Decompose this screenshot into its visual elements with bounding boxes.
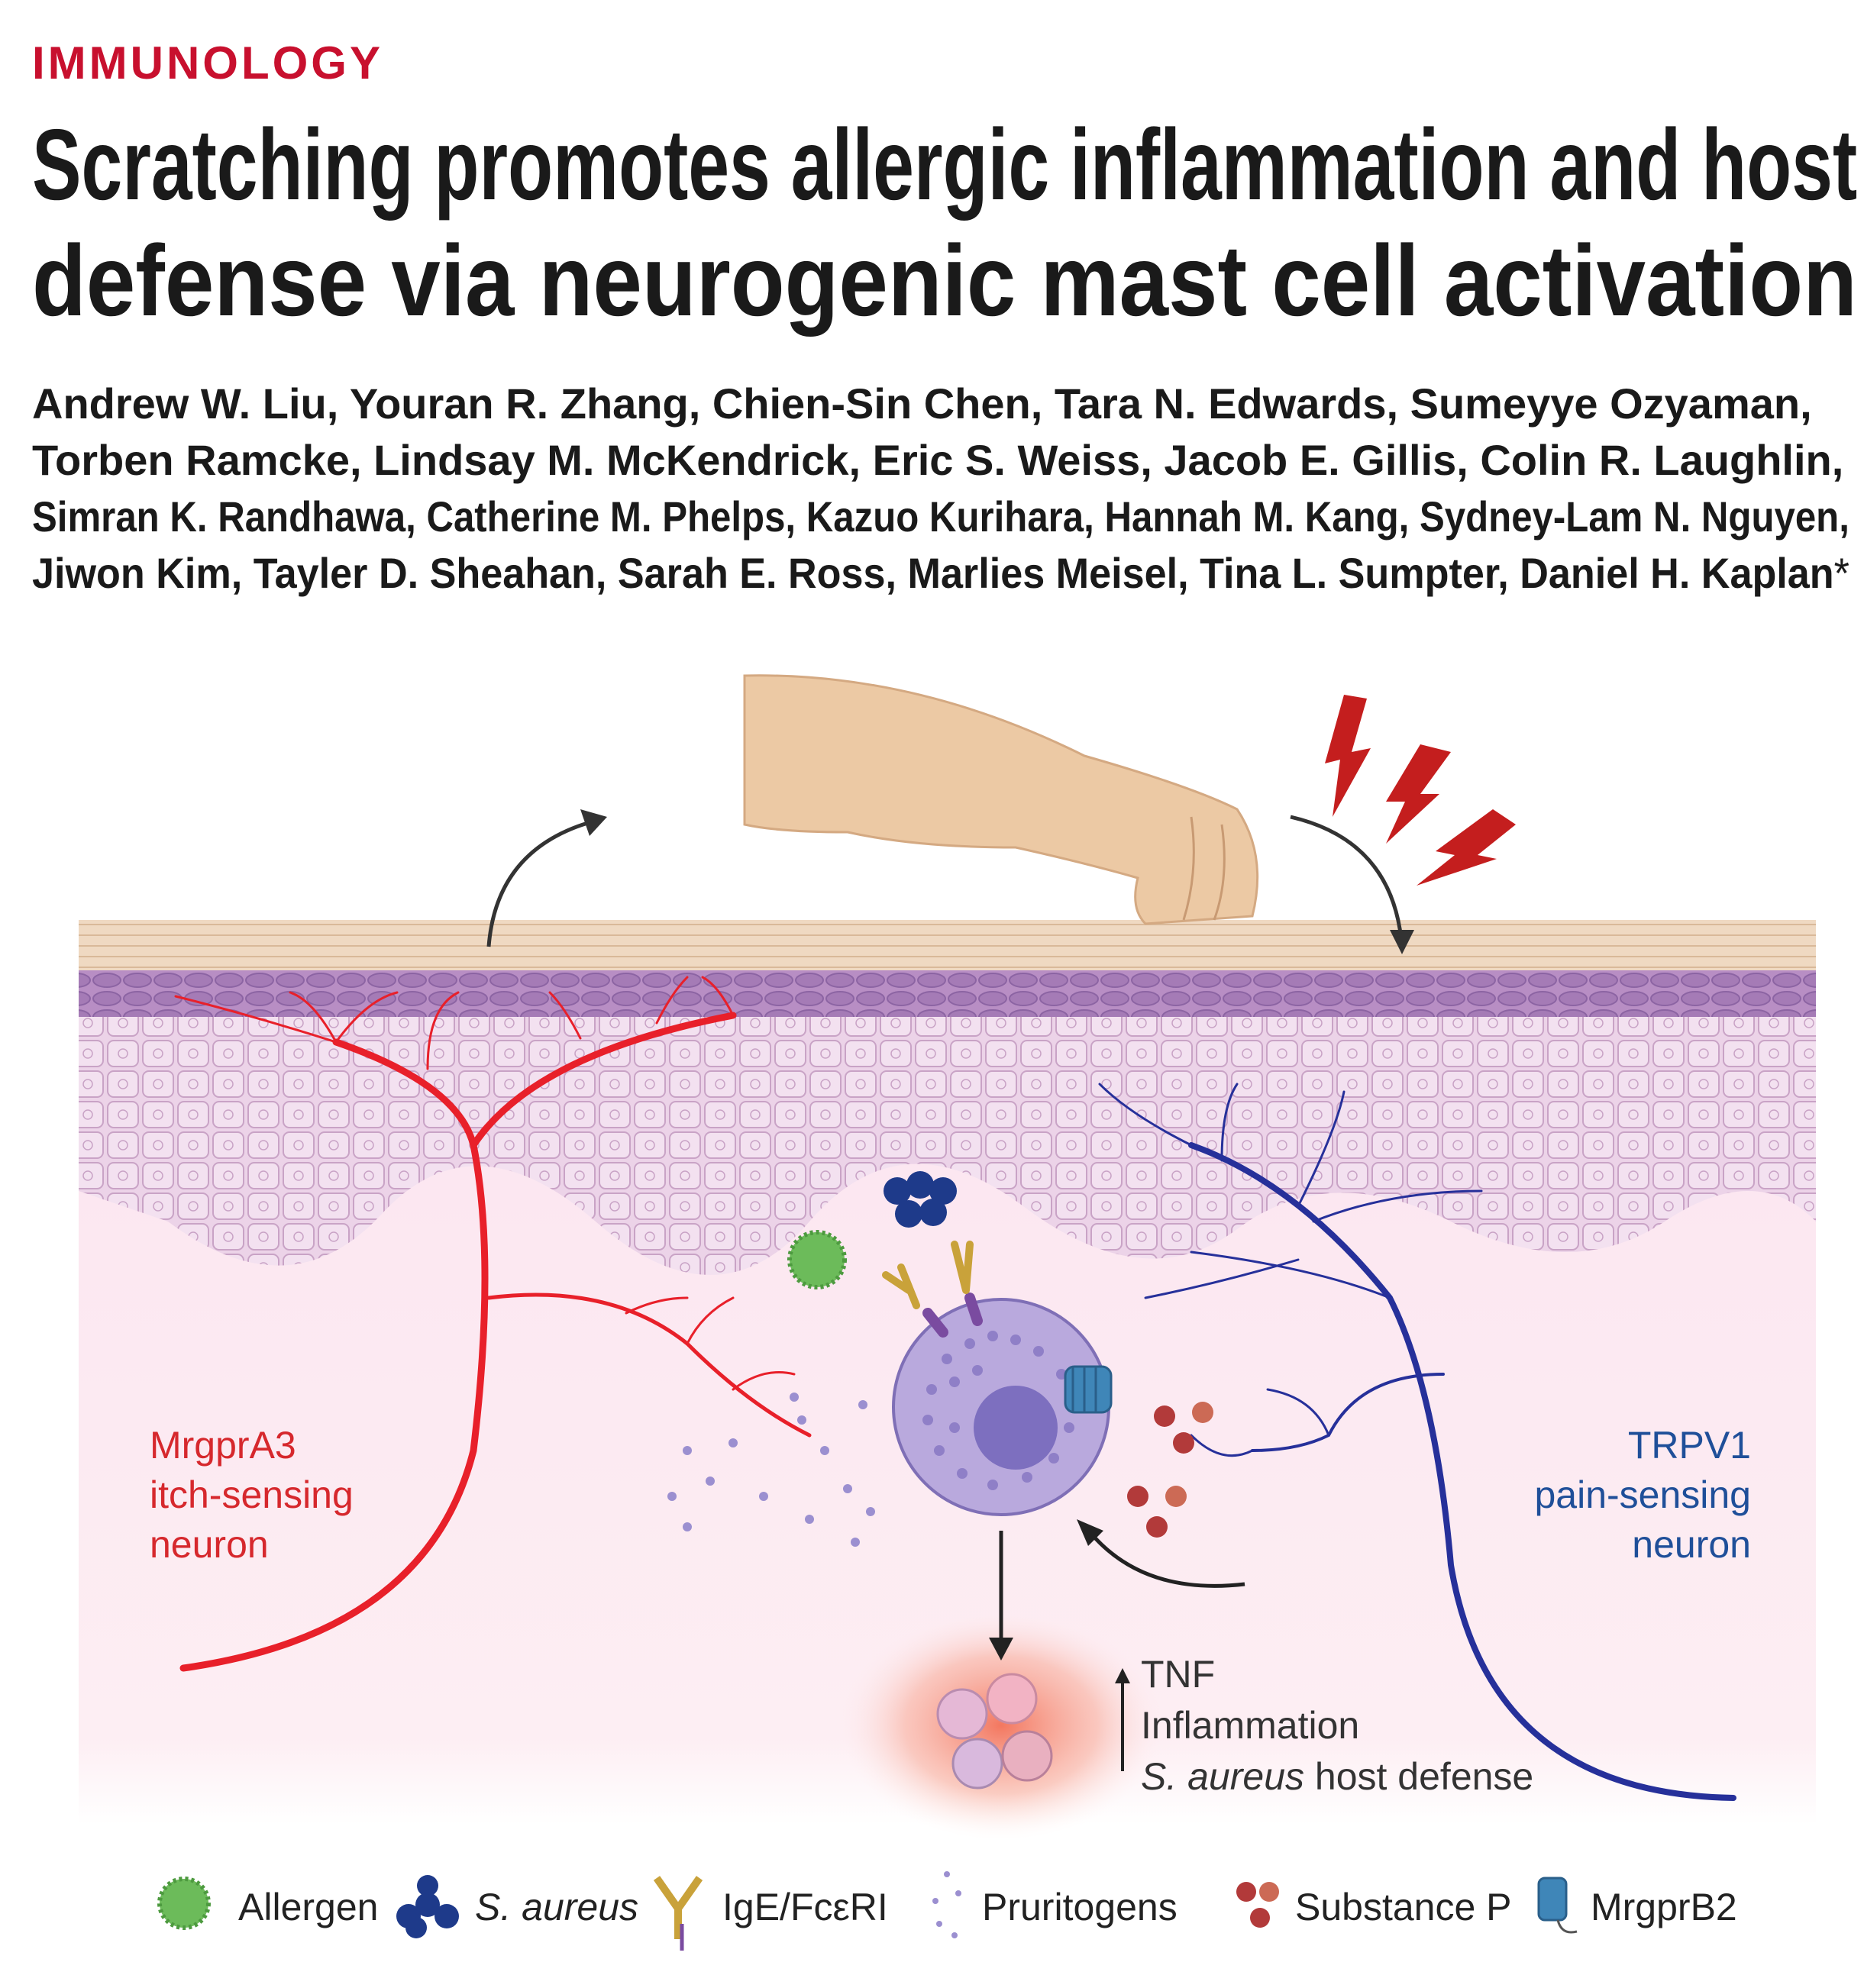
- allergen-particle: [787, 1230, 847, 1289]
- pain-neuron-label: TRPV1 pain-sensing neuron: [1534, 1424, 1751, 1566]
- corresponding-author-mark: *: [1833, 549, 1849, 597]
- mast-cell: [892, 1298, 1110, 1516]
- substance-p-particles: [1127, 1402, 1213, 1538]
- arrowhead: [989, 1638, 1013, 1660]
- pain-lightning-icon: [1325, 695, 1516, 886]
- label-line: MrgprA3: [150, 1424, 296, 1467]
- author-line-text: Jiwon Kim, Tayler D. Sheahan, Sarah E. R…: [32, 549, 1834, 597]
- arrowhead: [1115, 1668, 1130, 1683]
- s-aureus-icon: [396, 1875, 459, 1938]
- curved-arrow-down: [1290, 815, 1404, 940]
- section-label: IMMUNOLOGY: [32, 37, 383, 89]
- label-line: neuron: [1632, 1523, 1751, 1566]
- substance-p-icon: [1236, 1882, 1279, 1928]
- ige-fcer1-icon: [653, 1876, 703, 1951]
- author-line: Simran K. Randhawa, Catherine M. Phelps,…: [32, 492, 1849, 541]
- immune-cells: [936, 1673, 1053, 1790]
- label-line: itch-sensing: [150, 1473, 354, 1516]
- label-line: pain-sensing: [1534, 1473, 1751, 1516]
- title-line: Scratching promotes allergic inflammatio…: [32, 108, 1858, 221]
- pruritogen-particles: [667, 1393, 875, 1547]
- curved-arrow-up: [486, 818, 596, 947]
- legend-label: MrgprB2: [1591, 1886, 1737, 1928]
- inflammation-focus: [841, 1611, 1161, 1840]
- arrowhead: [1077, 1519, 1103, 1546]
- pain-sensing-neuron: [1098, 1083, 1736, 1801]
- author-line: Andrew W. Liu, Youran R. Zhang, Chien-Si…: [32, 379, 1812, 428]
- label-line: TRPV1: [1628, 1424, 1751, 1467]
- legend-label: S. aureus: [475, 1886, 638, 1928]
- legend-label: IgE/FcεRI: [722, 1886, 888, 1928]
- article-title: Scratching promotes allergic inflammatio…: [32, 107, 1864, 339]
- legend-label: Pruritogens: [982, 1886, 1178, 1928]
- title-line: defense via neurogenic mast cell activat…: [32, 224, 1857, 337]
- legend: Allergen S. aureus IgE/FcεRI Pruritogens…: [157, 1871, 1737, 1951]
- mrgprb2-icon: [1537, 1877, 1578, 1934]
- ige-fcer1-complex: [882, 1241, 983, 1338]
- stratum-corneum: [79, 920, 1816, 970]
- label-line: neuron: [150, 1523, 269, 1566]
- legend-label: Allergen: [238, 1886, 378, 1928]
- s-aureus-cluster: [884, 1171, 957, 1228]
- arrowhead: [580, 809, 607, 836]
- epidermis: [79, 1015, 1816, 1275]
- granular-layer: [79, 970, 1816, 1017]
- itch-sensing-neuron: [174, 976, 812, 1672]
- curved-arrow-to-mast-cell: [1090, 1533, 1245, 1588]
- mrgprb2-receptor: [1064, 1365, 1113, 1414]
- allergen-icon: [157, 1877, 211, 1930]
- pruritogens-icon: [932, 1871, 961, 1938]
- author-list: Andrew W. Liu, Youran R. Zhang, Chien-Si…: [32, 376, 1864, 602]
- outcomes-label: TNF Inflammation S. aureus host defense: [1141, 1653, 1533, 1798]
- arrowhead: [1390, 930, 1414, 954]
- outcome-inflammation: Inflammation: [1141, 1704, 1359, 1747]
- outcome-host-defense: S. aureus host defense: [1141, 1755, 1533, 1798]
- author-line: Jiwon Kim, Tayler D. Sheahan, Sarah E. R…: [32, 545, 1849, 602]
- scratching-hand: [743, 674, 1259, 925]
- legend-label: Substance P: [1295, 1886, 1512, 1928]
- itch-neuron-label: MrgprA3 itch-sensing neuron: [150, 1424, 354, 1566]
- outcome-tnf: TNF: [1141, 1653, 1215, 1696]
- author-line: Torben Ramcke, Lindsay M. McKendrick, Er…: [32, 436, 1844, 484]
